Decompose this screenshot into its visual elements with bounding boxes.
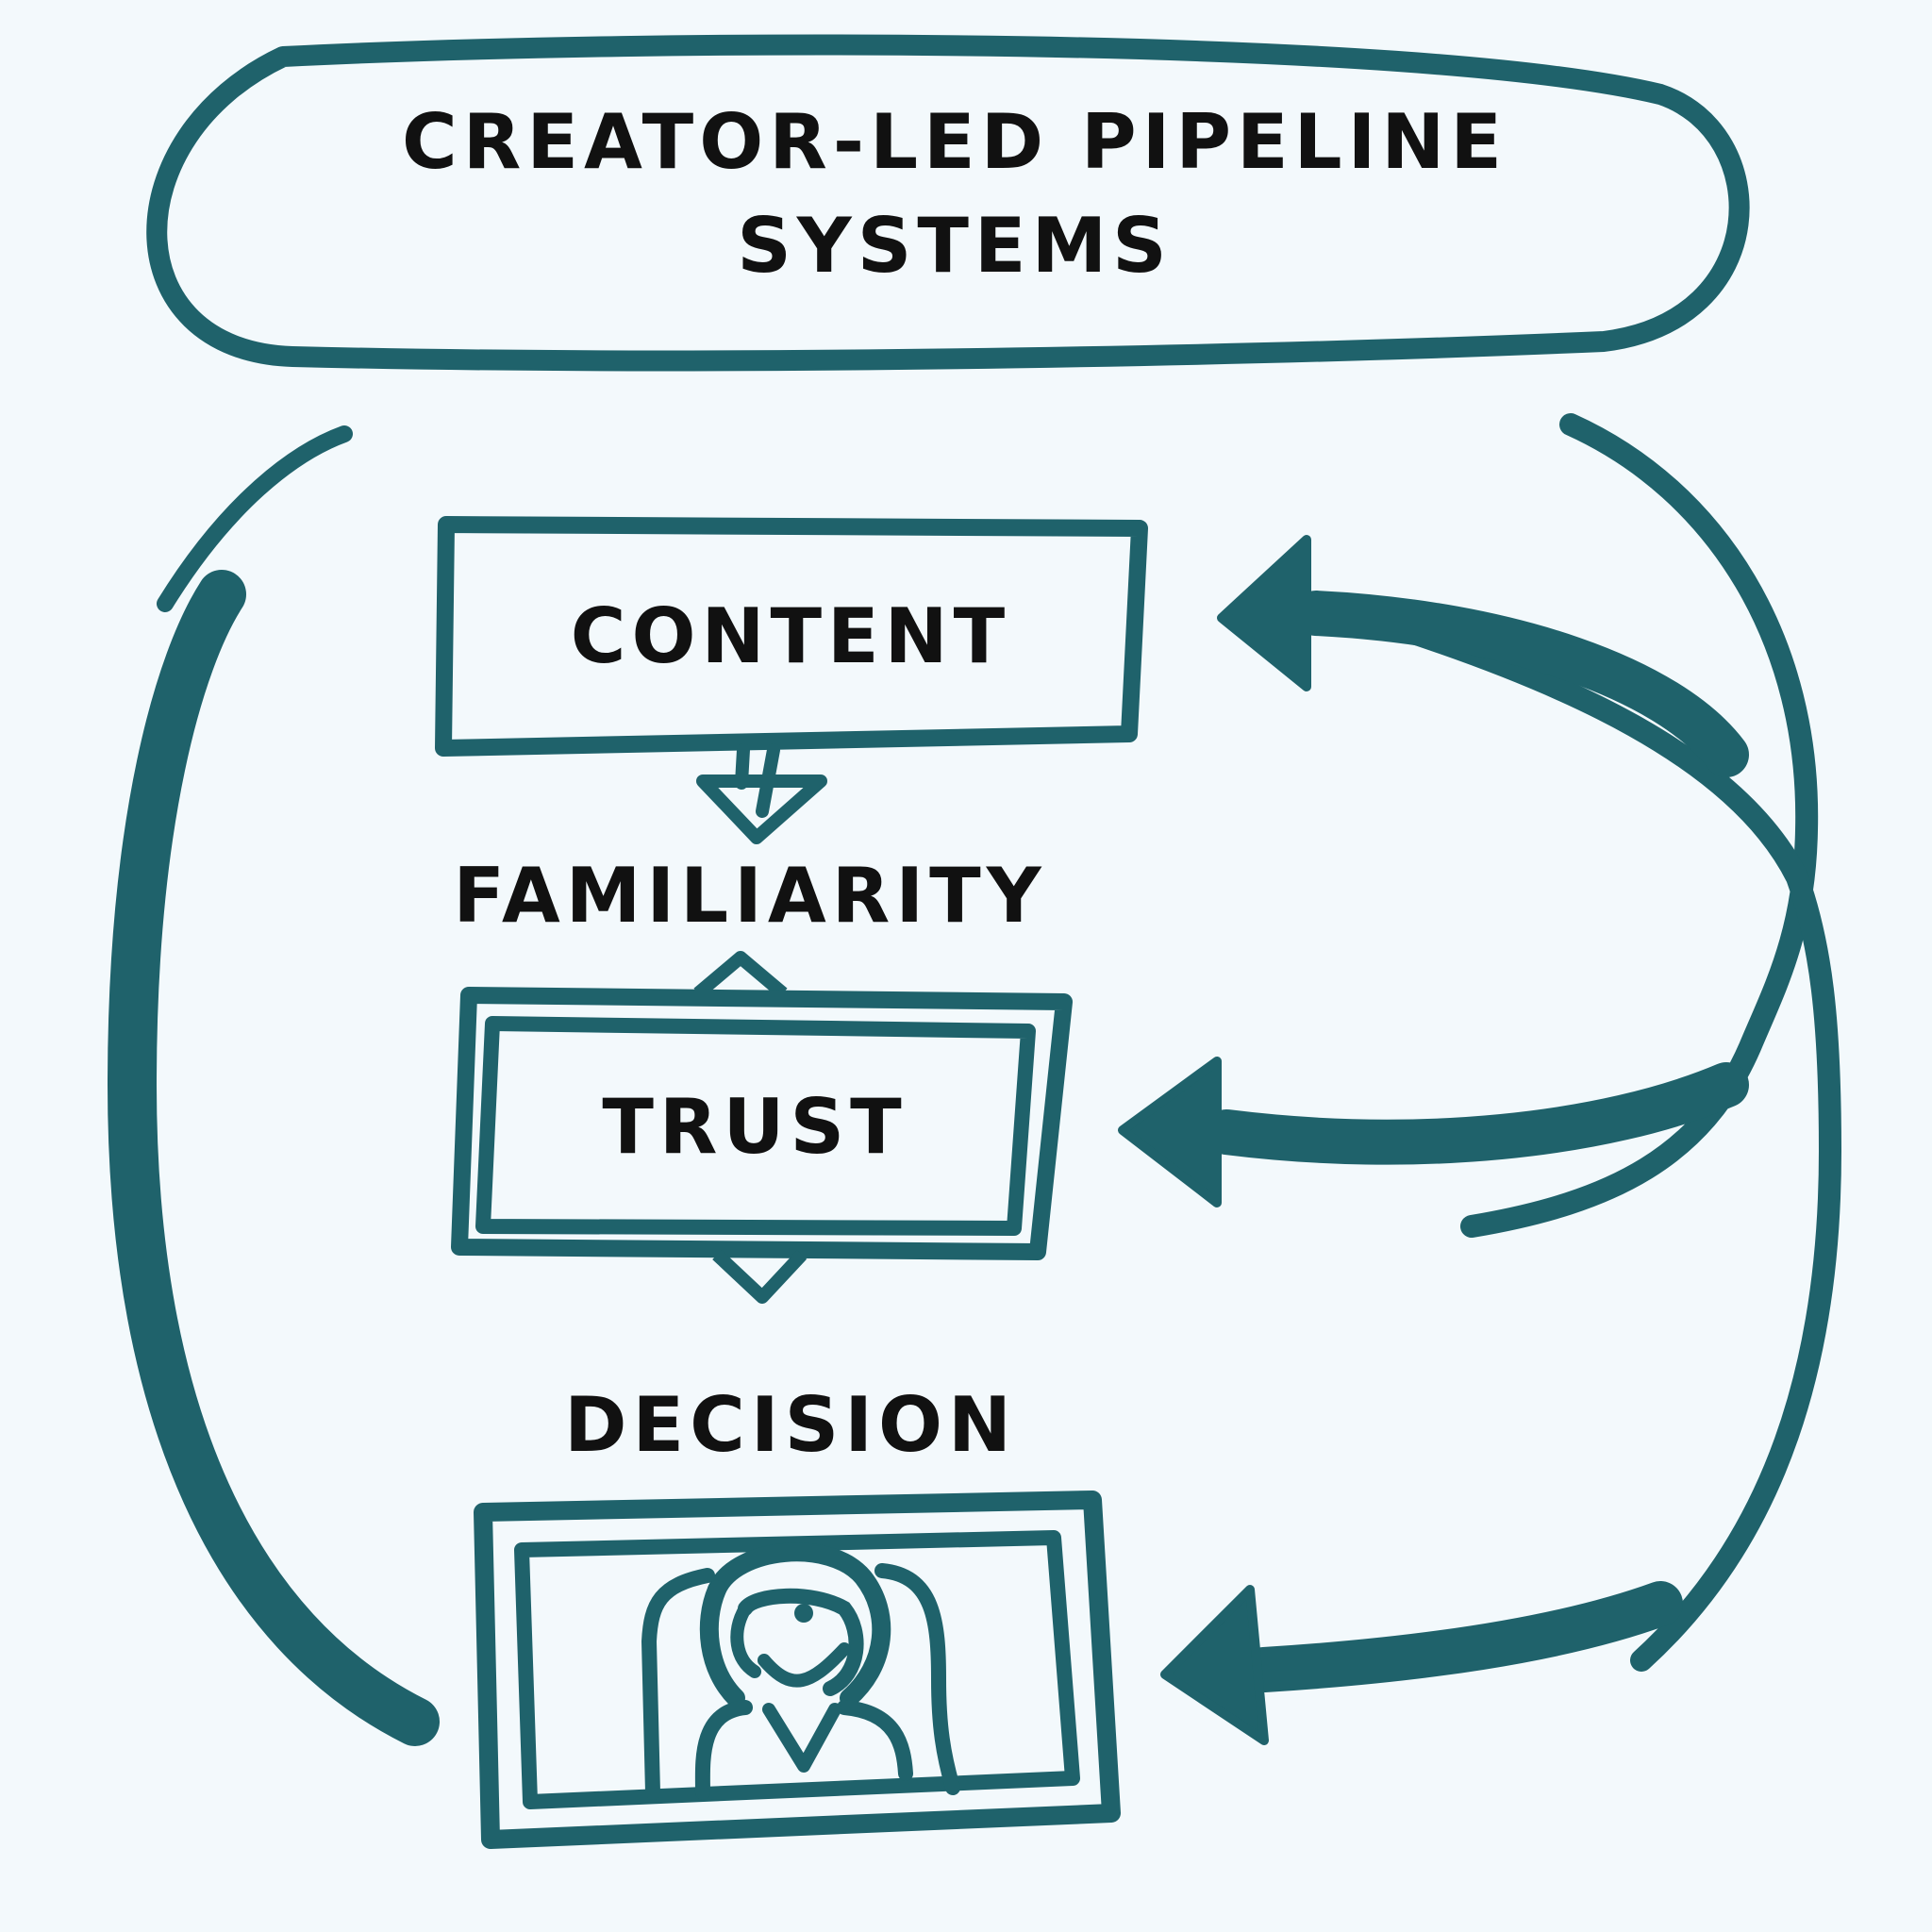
content-node: CONTENT [435,516,1148,757]
trust-top-notch [693,951,788,999]
title-line-2: SYSTEMS [737,202,1173,290]
trust-bottom-notch [712,1249,808,1304]
content-label: CONTENT [571,592,1010,680]
right-loop-lines [1385,413,1842,1672]
right-arrow-to-decision [1160,1581,1683,1745]
familiarity-label: FAMILIARITY [453,852,1046,940]
right-arrow-to-trust [1118,1057,1749,1208]
title-line-1: CREATOR-LED PIPELINE [402,98,1507,186]
right-arrow-to-content [1217,535,1749,777]
title-banner: CREATOR-LED PIPELINE SYSTEMS [146,34,1750,372]
trust-node: TRUST [451,987,1073,1260]
trust-label: TRUST [602,1083,907,1171]
left-loop-arrow [107,425,440,1746]
decision-label: DECISION [564,1381,1017,1469]
person-in-frame-icon [474,1491,1121,1849]
arrow-content-to-familiarity [696,743,827,844]
